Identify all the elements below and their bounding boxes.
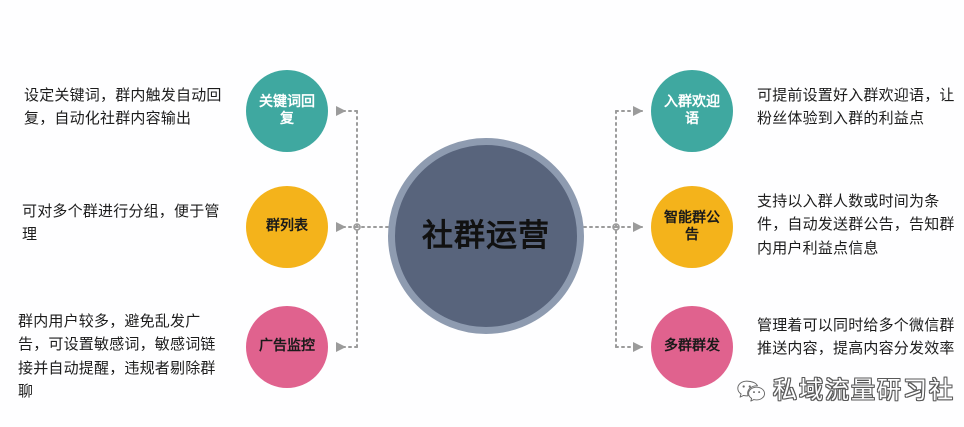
node-welcome-message-label: 入群欢迎语	[664, 93, 720, 128]
hub-node-label: 社群运营	[422, 217, 550, 254]
description-ad-monitor: 群内用户较多，避免乱发广告，可设置敏感词，敏感词链接并自动提醒，违规者剔除群聊	[18, 312, 216, 400]
node-keyword-reply[interactable]: 关键词回复	[246, 70, 328, 152]
watermark-text: 私域流量研习社	[773, 376, 955, 404]
hub-node-community-operation[interactable]: 社群运营	[388, 138, 584, 334]
description-smart-announcement: 支持以入群人数或时间为条件，自动发送群公告，告知群内用户利益点信息	[757, 192, 955, 257]
node-group-list[interactable]: 群列表	[246, 186, 328, 268]
node-group-list-label: 群列表	[266, 218, 308, 235]
node-multi-group-broadcast[interactable]: 多群群发	[651, 306, 733, 388]
connector-right-junction	[612, 223, 620, 231]
connector-right-group	[583, 106, 643, 352]
node-welcome-message[interactable]: 入群欢迎语	[651, 70, 733, 152]
node-ad-monitor[interactable]: 广告监控	[246, 306, 328, 388]
node-ad-monitor-label: 广告监控	[259, 338, 315, 355]
description-welcome-message: 可提前设置好入群欢迎语，让粉丝体验到入群的利益点	[757, 86, 955, 128]
node-multi-group-broadcast-label: 多群群发	[664, 338, 720, 355]
description-multi-group-broadcast: 管理着可以同时给多个微信群推送内容，提高内容分发效率	[757, 316, 955, 358]
connector-left-junction	[353, 223, 361, 231]
node-keyword-reply-label: 关键词回复	[259, 93, 315, 128]
node-smart-announcement-label: 智能群公告	[664, 209, 720, 244]
node-smart-announcement[interactable]: 智能群公告	[651, 186, 733, 268]
description-keyword-reply: 设定关键词，群内触发自动回复，自动化社群内容输出	[24, 86, 222, 128]
connector-left-group	[336, 106, 389, 352]
wechat-icon	[737, 380, 765, 402]
watermark: 私域流量研习社	[735, 375, 955, 405]
description-group-list: 可对多个群进行分组，便于管理	[22, 202, 220, 244]
